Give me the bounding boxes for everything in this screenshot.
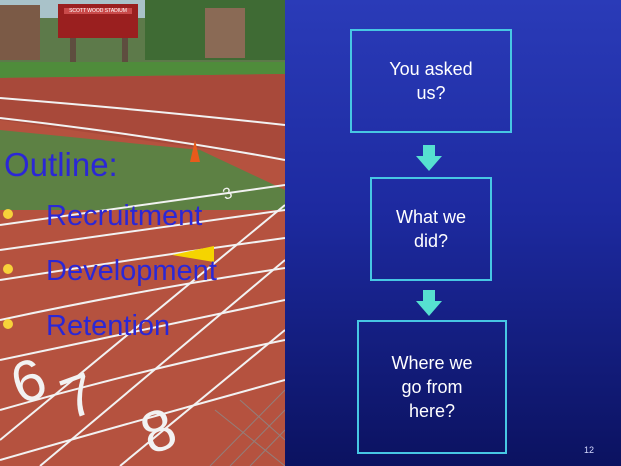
stadium-sign-text: SCOTT WOOD STADIUM <box>69 8 127 14</box>
flow-box-line: Where we <box>391 353 473 373</box>
list-item: Retention <box>0 306 217 361</box>
flow-box-line: You asked <box>389 59 473 79</box>
track-photo-illustration: SCOTT WOOD STADIUM <box>0 0 285 466</box>
outline-item-development: Development <box>46 255 217 287</box>
flow-box-line: here? <box>408 401 456 421</box>
track-photo: SCOTT WOOD STADIUM <box>0 0 285 466</box>
flow-box-what-we-did: What we did? <box>370 177 492 281</box>
page-number: 12 <box>584 445 595 455</box>
list-item: Recruitment <box>0 196 217 251</box>
bullet-icon <box>3 264 13 274</box>
flow-box-line: What we <box>395 207 467 227</box>
outline-item-retention: Retention <box>46 310 171 342</box>
down-arrow-icon <box>416 145 442 171</box>
flow-box-where-we-go: Where we go from here? <box>357 320 507 454</box>
flow-box-line: us? <box>416 83 446 103</box>
list-item: Development <box>0 251 217 306</box>
flow-box-you-asked: You asked us? <box>350 29 512 133</box>
flow-box-line: go from <box>401 377 463 397</box>
bullet-icon <box>3 209 13 219</box>
flow-box-line: did? <box>413 231 449 251</box>
down-arrow-icon <box>416 290 442 316</box>
outline-item-recruitment: Recruitment <box>46 200 203 232</box>
outline-title: Outline: <box>4 146 118 183</box>
outline-list: Recruitment Development Retention <box>0 196 217 361</box>
bullet-icon <box>3 319 13 329</box>
